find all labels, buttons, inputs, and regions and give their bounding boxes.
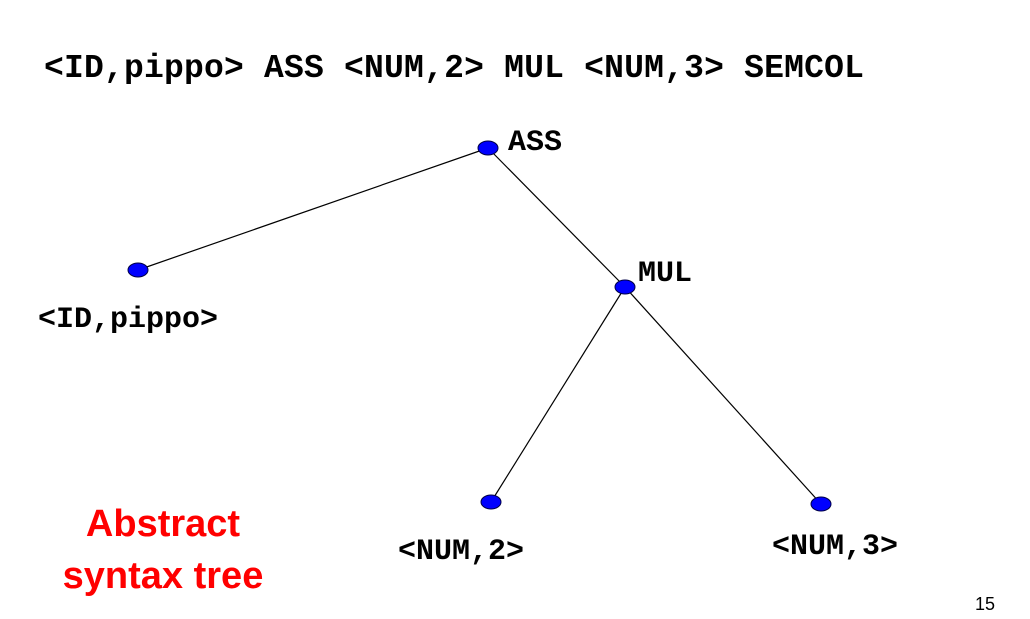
- node-label-ass: ASS: [508, 126, 563, 160]
- token-stream: <ID,pippo> ASS <NUM,2> MUL <NUM,3> SEMCO…: [44, 50, 865, 87]
- edge-ass-mul: [487, 147, 626, 288]
- node-label-mul: MUL: [638, 257, 693, 291]
- node-id: [127, 262, 149, 278]
- tree-edges: [137, 147, 822, 505]
- slide-number: 15: [975, 594, 996, 614]
- node-label-id: <ID,pippo>: [38, 303, 219, 337]
- node-label-num2: <NUM,2>: [398, 535, 525, 569]
- caption-line-1: Abstract: [85, 503, 241, 545]
- tree-nodes: [127, 140, 832, 512]
- node-mul: [614, 279, 636, 295]
- node-num2: [480, 494, 502, 510]
- edge-ass-id: [137, 147, 489, 271]
- node-num3: [810, 496, 832, 512]
- edge-mul-num3: [624, 286, 822, 505]
- edge-mul-num2: [490, 286, 626, 503]
- caption-line-2: syntax tree: [62, 555, 264, 597]
- slide-caption: Abstract syntax tree: [38, 498, 288, 602]
- node-label-num3: <NUM,3>: [772, 530, 899, 564]
- node-ass: [477, 140, 499, 156]
